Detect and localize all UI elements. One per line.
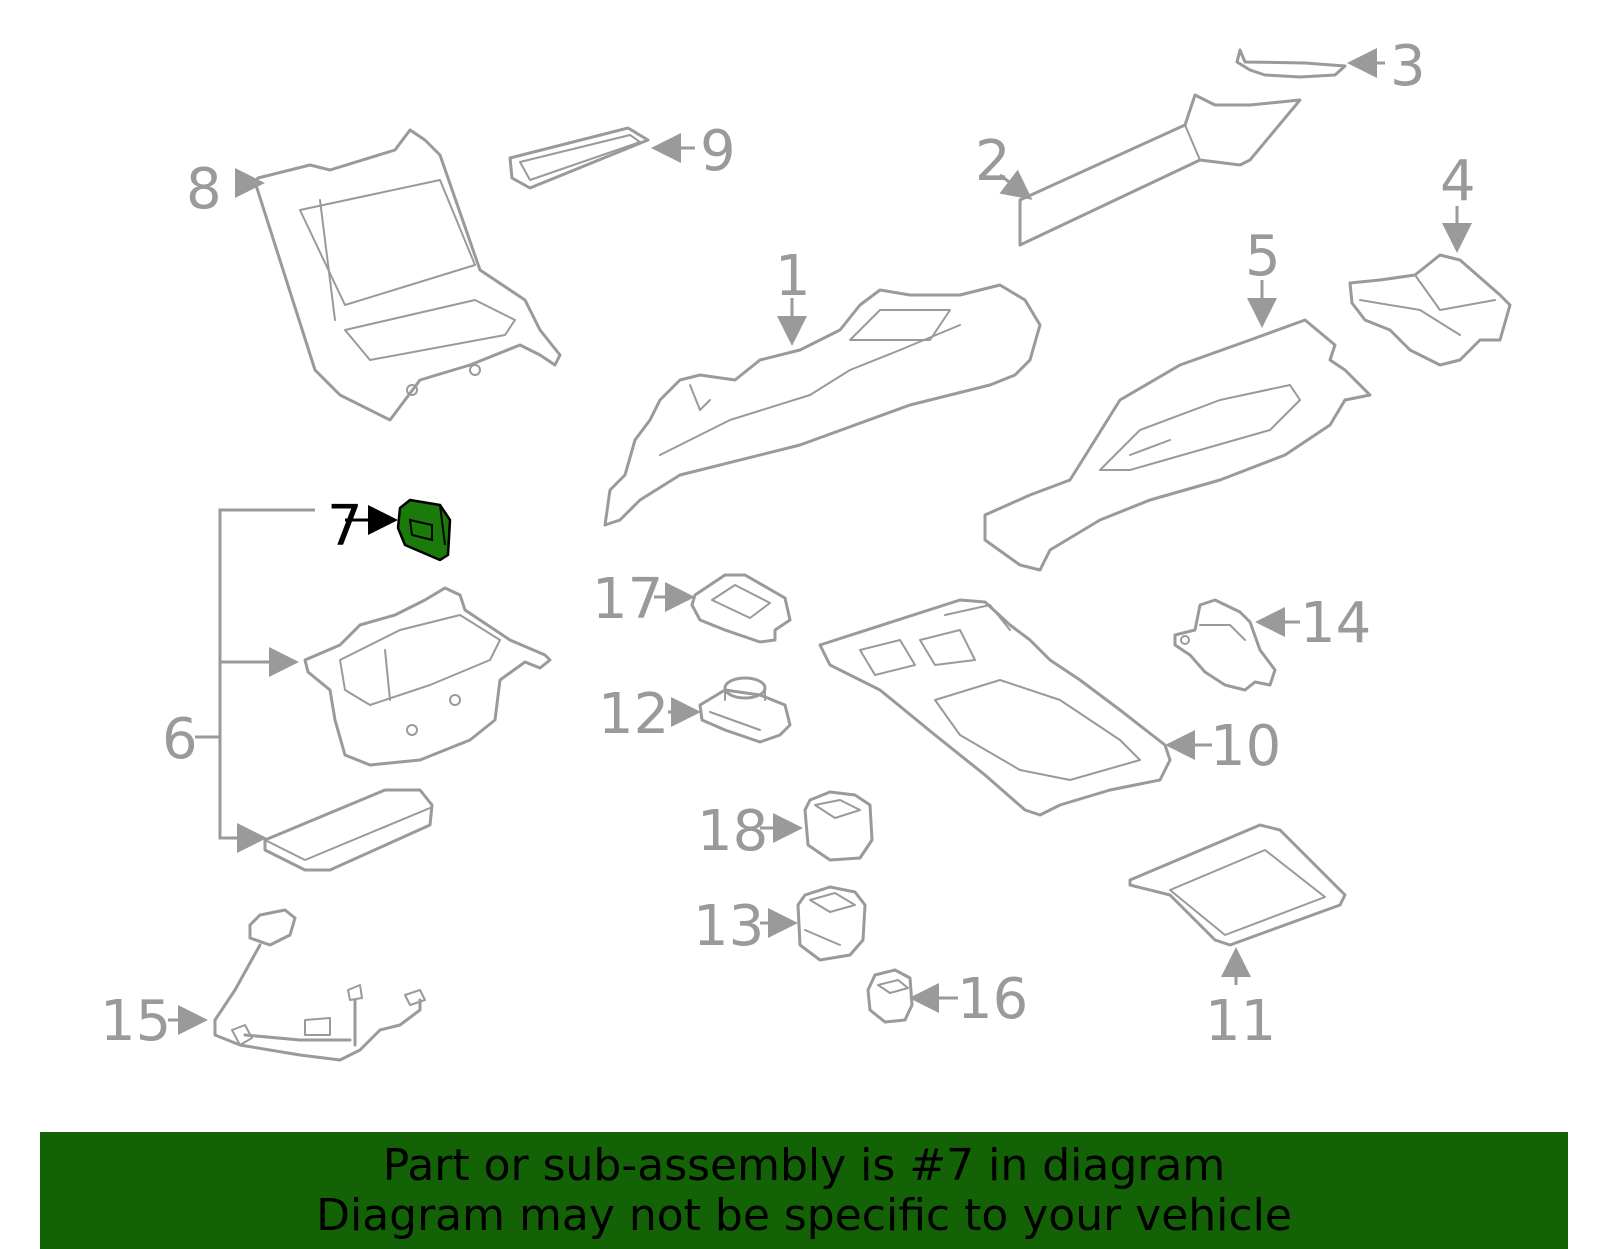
info-banner: Part or sub-assembly is #7 in diagram Di… [40,1132,1568,1249]
callout-18: 18 [697,799,768,864]
leader-2 [999,169,1033,200]
part-9-trim[interactable] [508,126,650,190]
part-12-controller[interactable] [698,676,792,744]
callout-8: 8 [186,157,222,222]
part-15-harness[interactable] [213,908,426,1062]
part-13-switch[interactable] [796,885,867,962]
callout-17: 17 [592,567,663,632]
callout-3: 3 [1390,34,1426,99]
part-1-console[interactable] [603,283,1042,527]
banner-line-1: Part or sub-assembly is #7 in diagram [382,1139,1226,1191]
part-4-duct[interactable] [1348,253,1512,367]
callout-5: 5 [1245,224,1281,289]
part-6-pad[interactable] [263,788,434,872]
callout-10: 10 [1210,714,1281,779]
callout-1: 1 [775,244,811,309]
callout-13: 13 [693,894,764,959]
callout-12: 12 [598,682,669,747]
callout-9: 9 [700,119,736,184]
part-3-trim[interactable] [1235,48,1347,79]
part-8-bezel[interactable] [253,128,562,422]
part-5-housing[interactable] [983,318,1372,572]
part-14-bracket[interactable] [1173,598,1277,692]
callout-16: 16 [957,967,1028,1032]
leader-6-bracket [218,508,315,853]
part-18-switch[interactable] [803,790,874,862]
banner-line-2: Diagram may not be specific to your vehi… [316,1189,1292,1241]
part-17-bezel[interactable] [690,573,792,644]
part-10-trim-plate[interactable] [818,598,1172,817]
part-16-switch[interactable] [866,968,914,1024]
part-7-bracket-highlighted[interactable] [396,498,452,562]
part-11-mat[interactable] [1128,823,1347,947]
callout-2: 2 [975,129,1011,194]
callout-14: 14 [1300,591,1371,656]
callout-11: 11 [1205,989,1276,1054]
part-6-cupholder[interactable] [303,586,552,767]
callout-6: 6 [162,707,198,772]
callout-7: 7 [327,494,363,559]
callout-15: 15 [100,989,171,1054]
callout-4: 4 [1440,149,1476,214]
part-2-panel[interactable] [1018,93,1302,247]
